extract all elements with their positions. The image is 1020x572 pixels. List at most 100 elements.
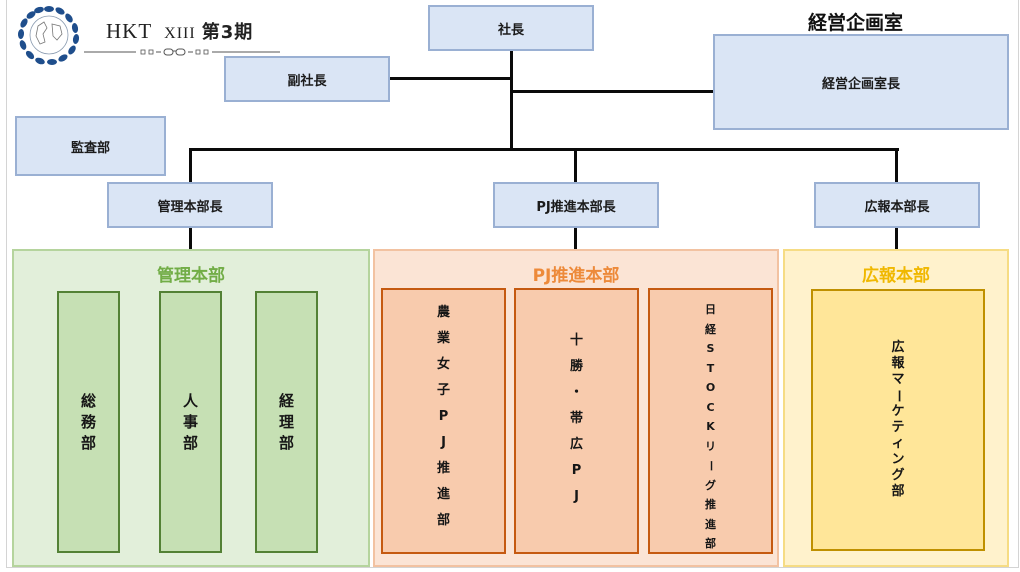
planning-office-head-box[interactable]: 経営企画室長 <box>713 34 1009 130</box>
vertical-char: K <box>706 420 715 433</box>
vertical-char: グ <box>705 478 716 492</box>
brand-term: 第3期 <box>201 22 254 43</box>
laurel-globe-emblem-icon <box>17 6 80 65</box>
pr-division: 広報本部 広報マーケティング部 <box>783 249 1009 567</box>
brand-roman-numeral: XIII <box>164 25 196 42</box>
dept-general-affairs-label: 総務部 <box>81 391 96 454</box>
vertical-char: 推 <box>436 461 450 476</box>
dept-human-resources[interactable]: 人事部 <box>159 291 222 553</box>
vertical-char: 農 <box>436 305 450 320</box>
vertical-char: 推 <box>705 498 716 511</box>
vertical-char: 部 <box>80 433 96 452</box>
vertical-char: T <box>706 361 715 375</box>
management-division-title: 管理本部 <box>157 266 225 286</box>
vertical-char: 経 <box>705 322 716 336</box>
vertical-char: リ <box>705 439 716 453</box>
president-label: 社長 <box>497 22 524 38</box>
president-box[interactable]: 社長 <box>428 5 594 51</box>
dept-accounting-label: 経理部 <box>279 391 294 454</box>
connector-management-head <box>189 148 192 184</box>
vertical-char: J <box>441 435 446 450</box>
connector-management-division <box>189 228 192 250</box>
planning-office-title: 経営企画室 <box>808 12 904 34</box>
vertical-char: 報 <box>891 356 905 371</box>
brand-name: HKT <box>106 19 153 43</box>
dept-pr-marketing[interactable]: 広報マーケティング部 <box>811 289 985 551</box>
vertical-char: 部 <box>436 513 450 528</box>
connector-planning-office <box>510 90 716 93</box>
brand-title: HKT XIII 第3期 <box>106 18 253 44</box>
connector-president-trunk <box>510 50 513 150</box>
management-head-box[interactable]: 管理本部長 <box>107 182 273 228</box>
vertical-char: C <box>706 400 715 414</box>
vertical-char: 子 <box>436 383 450 398</box>
diagram-frame <box>6 0 1019 568</box>
pr-division-title: 広報本部 <box>862 266 930 286</box>
pj-promotion-division-title: PJ推進本部 <box>532 266 620 286</box>
vertical-char: マ <box>891 372 905 387</box>
management-head-label: 管理本部長 <box>157 199 223 215</box>
vice-president-box[interactable]: 副社長 <box>224 56 390 102</box>
vertical-char: 部 <box>182 433 198 452</box>
vertical-char: ー <box>890 389 906 403</box>
vertical-char: 理 <box>278 412 294 431</box>
vertical-char: 十 <box>569 333 583 348</box>
connector-pj-head <box>574 148 577 184</box>
dept-accounting[interactable]: 経理部 <box>255 291 318 553</box>
vertical-char: 勝 <box>569 359 583 374</box>
vertical-char: 事 <box>182 412 198 431</box>
vertical-char: テ <box>891 420 905 435</box>
pj-head-box[interactable]: PJ推進本部長 <box>493 182 659 228</box>
pj-head-label: PJ推進本部長 <box>536 199 616 215</box>
vertical-char: グ <box>891 468 905 483</box>
dept-general-affairs[interactable]: 総務部 <box>57 291 120 553</box>
vertical-char: O <box>705 381 716 394</box>
vertical-char: 業 <box>436 331 450 346</box>
vertical-char: 女 <box>436 357 450 372</box>
vertical-char: 進 <box>705 517 716 531</box>
planning-office-head-label: 経営企画室長 <box>821 76 900 92</box>
vertical-char: 総 <box>80 391 96 410</box>
vertical-char: S <box>706 342 715 355</box>
connector-division-bus <box>189 148 899 151</box>
connector-pr-head <box>895 148 898 184</box>
dept-pr-marketing-label: 広報マーケティング部 <box>890 340 906 500</box>
vertical-char: ン <box>891 452 905 467</box>
vice-president-label: 副社長 <box>287 73 327 89</box>
glasses-ornament-icon <box>84 48 280 56</box>
pr-head-box[interactable]: 広報本部長 <box>814 182 980 228</box>
connector-pj-division <box>574 228 577 250</box>
audit-box[interactable]: 監査部 <box>15 116 166 176</box>
vertical-char: ・ <box>569 385 583 400</box>
vertical-char: ケ <box>891 404 905 419</box>
vertical-char: P <box>438 409 449 424</box>
connector-vice-president <box>388 77 513 80</box>
vertical-char: 広 <box>569 437 583 452</box>
vertical-char: 務 <box>80 412 96 431</box>
audit-label: 監査部 <box>70 140 110 156</box>
connector-pr-division <box>895 228 898 250</box>
vertical-char: 部 <box>705 537 716 550</box>
vertical-char: 帯 <box>569 411 583 426</box>
dept-human-resources-label: 人事部 <box>183 391 198 454</box>
management-division: 管理本部 総務部 人事部 経理部 <box>12 249 370 567</box>
vertical-char: 部 <box>891 484 905 499</box>
vertical-char: 人 <box>182 391 198 410</box>
vertical-char: 広 <box>891 340 905 355</box>
vertical-char: ー <box>704 460 718 472</box>
vertical-char: 日 <box>705 303 716 316</box>
vertical-char: ィ <box>891 436 905 451</box>
vertical-char: 経 <box>278 391 294 410</box>
vertical-char: 部 <box>278 433 294 452</box>
pr-head-label: 広報本部長 <box>864 199 930 215</box>
vertical-char: 進 <box>436 487 450 502</box>
vertical-char: P <box>571 463 582 478</box>
vertical-char: J <box>574 489 579 504</box>
